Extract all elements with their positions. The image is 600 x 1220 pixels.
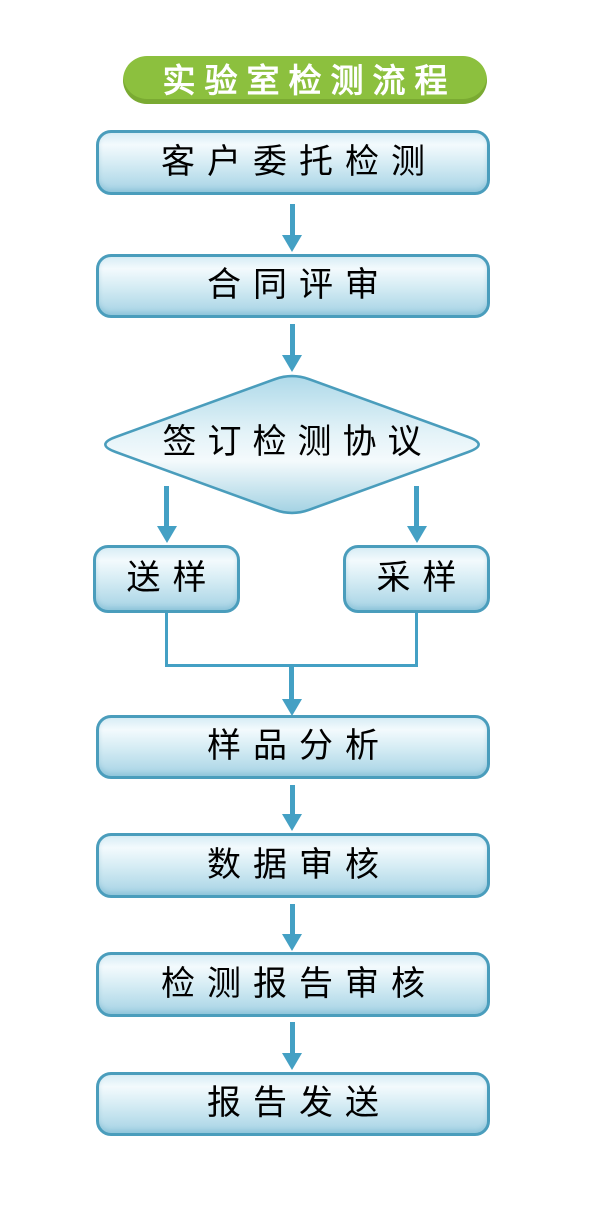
flow-arrow-3	[289, 785, 295, 814]
node-send-sample: 送样	[93, 545, 240, 613]
node-label: 样品分析	[207, 728, 391, 765]
node-sample-analysis: 样品分析	[96, 715, 490, 779]
node-collect-sample: 采样	[343, 545, 490, 613]
node-label: 送样	[126, 560, 219, 597]
node-data-review: 数据审核	[96, 833, 490, 898]
node-customer-request: 客户委托检测	[96, 130, 490, 195]
flow-arrow-4	[289, 904, 295, 934]
flow-arrow-to-collect-sample	[414, 486, 419, 526]
flow-arrow-2	[289, 324, 295, 355]
flowchart-title: 实验室检测流程	[162, 60, 457, 100]
node-label: 客户委托检测	[161, 143, 437, 181]
node-contract-review: 合同评审	[96, 254, 490, 318]
flow-arrow-1	[289, 204, 295, 235]
node-report-review: 检测报告审核	[96, 952, 490, 1017]
flow-arrow-to-send-sample	[164, 486, 169, 526]
flow-arrow-5	[289, 1022, 295, 1053]
node-label: 检测报告审核	[161, 965, 437, 1003]
flow-arrow-merge	[289, 666, 294, 699]
node-label: 数据审核	[207, 846, 391, 884]
node-label: 报告发送	[207, 1085, 391, 1122]
node-decision-sign-agreement: 签订检测协议	[85, 362, 499, 524]
node-label: 合同评审	[207, 267, 391, 304]
node-label: 采样	[376, 560, 469, 597]
diamond-shape	[104, 374, 480, 515]
flowchart-title-pill: 实验室检测流程	[123, 56, 487, 104]
node-label: 签订检测协议	[162, 424, 433, 461]
node-report-send: 报告发送	[96, 1072, 490, 1136]
merge-connector	[165, 613, 418, 667]
